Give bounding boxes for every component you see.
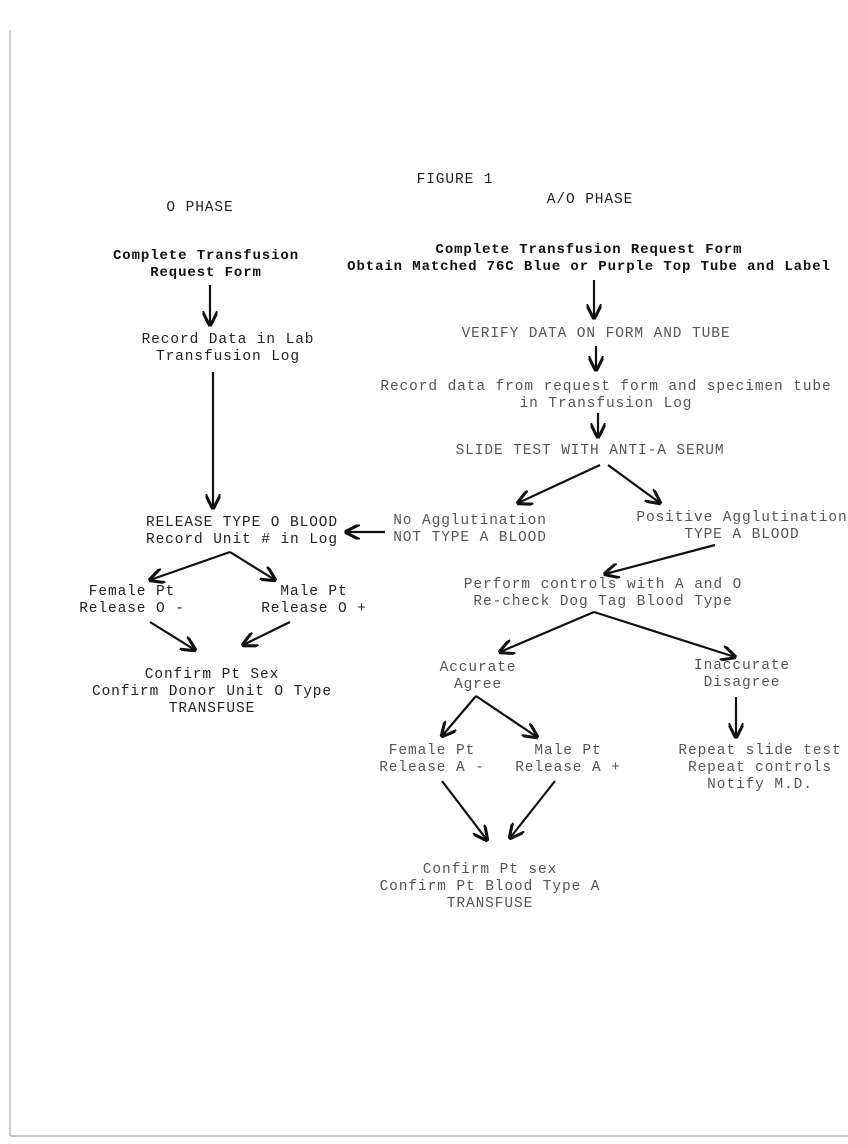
node-line: Re-check Dog Tag Blood Type (473, 594, 733, 610)
node-line: Confirm Pt Sex (144, 667, 280, 683)
ao-verify-node: VERIFY DATA ON FORM AND TUBE (461, 326, 731, 342)
node-line: Repeat controls (687, 760, 833, 776)
ao-phase-heading: A/O PHASE (546, 192, 634, 208)
node-line: Release A - (379, 760, 485, 776)
node-line: Female Pt (88, 584, 176, 600)
o-release-node: RELEASE TYPE O BLOOD Record Unit # in Lo… (146, 515, 338, 549)
ao-slide-test-node: SLIDE TEST WITH ANTI-A SERUM (455, 443, 725, 459)
ao-no-agglutination-node: No Agglutination NOT TYPE A BLOOD (393, 513, 547, 547)
ao-positive-agglutination-node: Positive Agglutination TYPE A BLOOD (636, 510, 847, 544)
arrow (475, 695, 537, 737)
ao-record-data-node: Record data from request form and specim… (380, 379, 831, 413)
node-line: Positive Agglutination (636, 510, 848, 526)
ao-inaccurate-node: Inaccurate Disagree (694, 658, 790, 692)
o-male-node: Male Pt Release O + (261, 584, 367, 618)
node-line: Confirm Pt Blood Type A (379, 879, 601, 895)
arrow (510, 780, 556, 838)
node-line: Repeat slide test (678, 743, 842, 759)
node-line: Release A + (515, 760, 621, 776)
ao-male-node: Male Pt Release A + (515, 743, 621, 777)
arrow (593, 610, 735, 657)
arrow (441, 780, 487, 840)
o-female-node: Female Pt Release O - (79, 584, 185, 618)
ao-confirm-node: Confirm Pt sex Confirm Pt Blood Type A T… (380, 862, 601, 913)
ao-request-form-node: Complete Transfusion Request Form Obtain… (347, 242, 831, 276)
arrow (150, 550, 231, 580)
figure-title: FIGURE 1 (416, 172, 494, 188)
arrow (442, 695, 477, 736)
arrow (149, 621, 195, 650)
ao-controls-node: Perform controls with A and O Re-check D… (464, 577, 742, 611)
node-line: Request Form (150, 265, 262, 281)
node-line: Accurate (439, 660, 517, 676)
node-line: Complete Transfusion (112, 248, 300, 264)
arrow (518, 464, 601, 503)
node-line: Notify M.D. (707, 777, 813, 793)
ao-repeat-node: Repeat slide test Repeat controls Notify… (678, 743, 841, 794)
node-line: No Agglutination (393, 513, 547, 529)
arrow (243, 621, 291, 645)
arrow (500, 610, 595, 652)
arrow (229, 551, 275, 580)
node-line: Disagree (703, 675, 781, 691)
node-line: Complete Transfusion Request Form (435, 242, 743, 258)
node-line: Release O + (261, 601, 367, 617)
node-line: TYPE A BLOOD (684, 527, 800, 543)
node-line: RELEASE TYPE O BLOOD (145, 515, 339, 531)
ao-accurate-node: Accurate Agree (440, 660, 517, 694)
node-line: Record data from request form and specim… (380, 379, 832, 395)
node-line: Confirm Donor Unit O Type (91, 684, 333, 700)
node-line: Confirm Pt sex (422, 862, 558, 878)
node-line: Male Pt (534, 743, 602, 759)
node-line: Perform controls with A and O (463, 577, 743, 593)
node-line: NOT TYPE A BLOOD (393, 530, 547, 546)
node-line: Inaccurate (693, 658, 791, 674)
node-line: Female Pt (388, 743, 476, 759)
node-line: TRANSFUSE (168, 701, 256, 717)
node-line: Record Data in Lab (141, 332, 315, 348)
node-line: Obtain Matched 76C Blue or Purple Top Tu… (347, 259, 831, 275)
o-record-data-node: Record Data in Lab Transfusion Log (142, 332, 315, 366)
node-line: in Transfusion Log (519, 396, 693, 412)
o-request-form-node: Complete Transfusion Request Form (113, 248, 299, 282)
node-line: Record Unit # in Log (145, 532, 339, 548)
arrow (605, 543, 716, 574)
node-line: Male Pt (280, 584, 348, 600)
arrow (607, 464, 660, 503)
ao-female-node: Female Pt Release A - (379, 743, 485, 777)
o-confirm-node: Confirm Pt Sex Confirm Donor Unit O Type… (92, 667, 332, 718)
node-line: Transfusion Log (155, 349, 301, 365)
node-line: TRANSFUSE (446, 896, 534, 912)
node-line: Agree (453, 677, 502, 693)
node-line: Release O - (79, 601, 185, 617)
o-phase-heading: O PHASE (166, 200, 234, 216)
